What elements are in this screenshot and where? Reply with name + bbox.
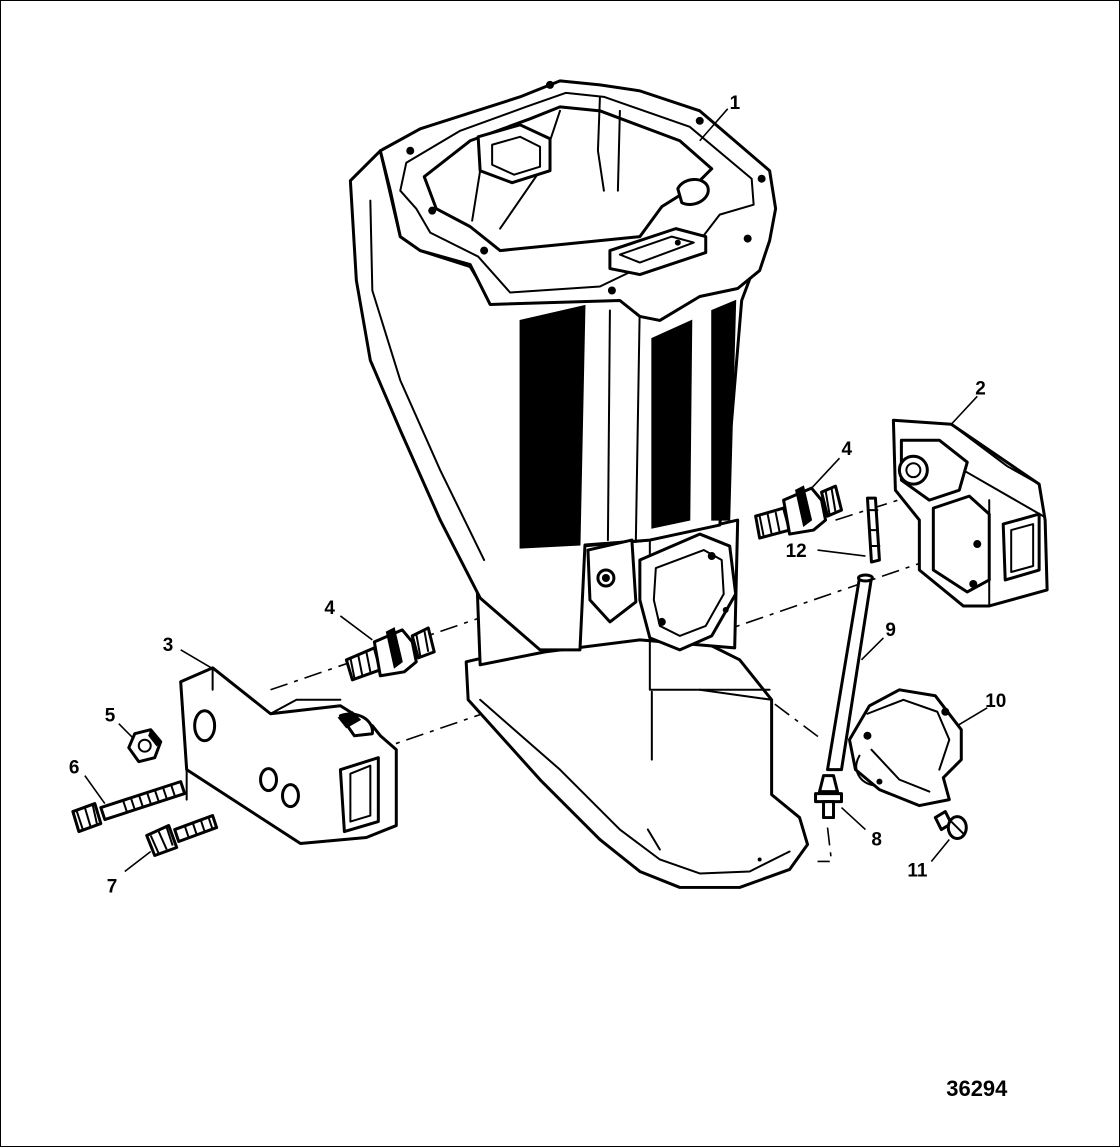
cover bbox=[847, 688, 963, 808]
callout-5: 5 bbox=[105, 706, 116, 727]
callout-9: 9 bbox=[885, 620, 896, 641]
rubber-mount-lower bbox=[344, 626, 436, 682]
fitting bbox=[814, 774, 843, 820]
callout-1: 1 bbox=[730, 93, 741, 114]
callout-6: 6 bbox=[69, 758, 80, 779]
callout-labels: 1 2 3 4 4 5 6 7 8 9 10 11 12 bbox=[69, 93, 1006, 898]
upper-mount-bracket bbox=[891, 418, 1049, 608]
callout-11: 11 bbox=[907, 860, 927, 881]
tube bbox=[865, 496, 881, 564]
lower-mount-bracket bbox=[179, 666, 398, 846]
driveshaft-housing bbox=[348, 79, 810, 889]
callout-4-upper: 4 bbox=[841, 439, 852, 460]
callout-12: 12 bbox=[786, 541, 807, 562]
screw-long bbox=[71, 780, 187, 834]
hose bbox=[826, 573, 874, 772]
callout-8: 8 bbox=[871, 830, 882, 851]
callout-2: 2 bbox=[975, 378, 986, 399]
callout-4-lower: 4 bbox=[324, 598, 335, 619]
callout-3: 3 bbox=[163, 635, 174, 656]
figure-number: 36294 bbox=[946, 1076, 1008, 1101]
nut bbox=[127, 728, 163, 764]
callout-7: 7 bbox=[107, 876, 118, 897]
callout-10: 10 bbox=[985, 691, 1006, 712]
leader-lines bbox=[84, 108, 988, 873]
cover-screw bbox=[933, 810, 968, 841]
screw-short bbox=[145, 814, 219, 857]
rubber-mount-upper bbox=[754, 484, 843, 540]
